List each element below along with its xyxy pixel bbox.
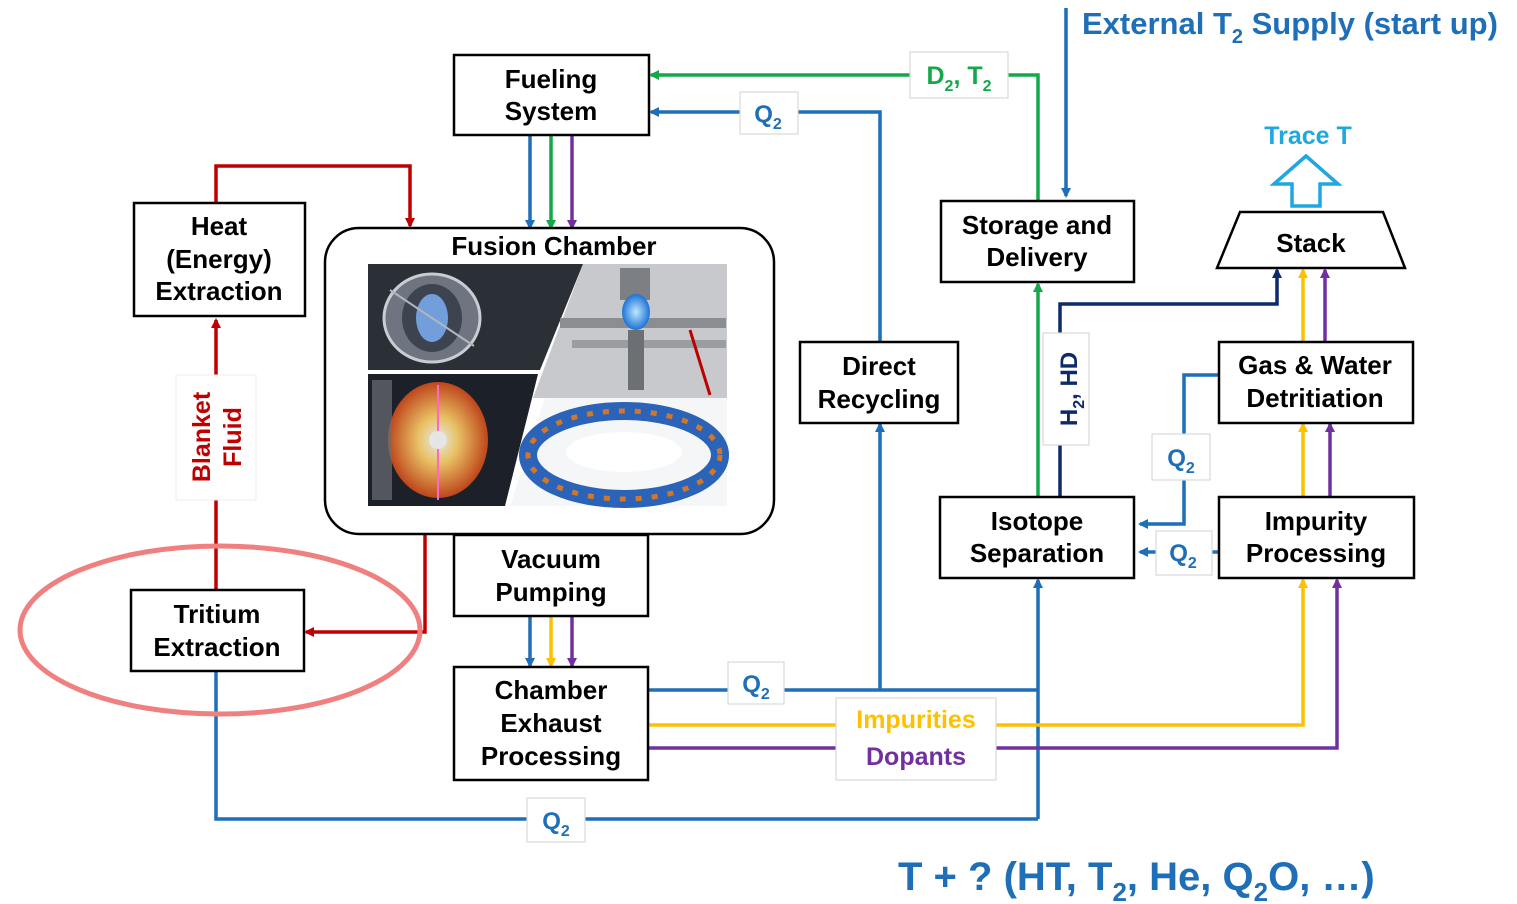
vacuum-pumping-node: Vacuum Pumping: [452, 533, 650, 618]
svg-text:Fusion Chamber: Fusion Chamber: [451, 231, 656, 261]
svg-text:Delivery: Delivery: [986, 242, 1088, 272]
heat-extraction-node: Heat (Energy) Extraction: [132, 201, 307, 318]
detritiation-to-stack-lines: [1298, 268, 1330, 341]
trace-t-label: Trace T: [1264, 122, 1352, 150]
svg-text:(Energy): (Energy): [166, 244, 271, 274]
svg-text:Exhaust: Exhaust: [500, 708, 601, 738]
svg-text:Processing: Processing: [1246, 538, 1386, 568]
spherical-tokamak-image: [368, 374, 538, 506]
svg-text:Recycling: Recycling: [818, 384, 941, 414]
svg-text:Fluid: Fluid: [219, 407, 247, 467]
svg-text:Impurity: Impurity: [1265, 506, 1368, 536]
isotope-separation-node: Isotope Separation: [938, 495, 1136, 580]
highlight-ellipse: [17, 543, 423, 717]
stack-node: Stack: [1215, 210, 1407, 270]
stellarator-image: [510, 398, 729, 508]
impurity-processing-node: Impurity Processing: [1217, 495, 1416, 580]
svg-text:Detritiation: Detritiation: [1246, 383, 1383, 413]
impurity-to-detritiation-lines: [1298, 422, 1335, 497]
storage-to-fueling-green: [649, 70, 1043, 497]
svg-text:Heat: Heat: [191, 211, 248, 241]
svg-text:D2, T2: D2, T2: [926, 62, 991, 95]
svg-text:Q2: Q2: [1169, 540, 1197, 572]
q2-label-bottom: Q2: [526, 797, 586, 843]
d2-t2-label: D2, T2: [909, 51, 1009, 99]
fueling-feed-lines: [525, 136, 577, 230]
chamber-exhaust-node: Chamber Exhaust Processing: [452, 665, 650, 782]
fusion-device-collage: [368, 264, 729, 508]
svg-text:Q2: Q2: [742, 671, 770, 703]
svg-text:Blanket: Blanket: [188, 391, 216, 482]
svg-text:Direct: Direct: [842, 351, 916, 381]
q2-label-impurity: Q2: [1155, 530, 1213, 576]
q2-label-exhaust: Q2: [727, 661, 785, 705]
svg-text:Gas & Water: Gas & Water: [1238, 350, 1392, 380]
svg-text:Extraction: Extraction: [153, 632, 280, 662]
impurities-text: Impurities: [856, 706, 975, 734]
svg-text:H2, HD: H2, HD: [1056, 352, 1088, 426]
impurities-dopants-label: Impurities Dopants: [835, 697, 997, 781]
gas-water-detritiation-node: Gas & Water Detritiation: [1217, 340, 1415, 425]
svg-text:Stack: Stack: [1276, 228, 1346, 258]
bottom-note: T + ? (HT, T2, He, Q2O, …): [898, 855, 1375, 904]
svg-text:System: System: [505, 96, 598, 126]
fusion-chamber-node: Fusion Chamber: [323, 226, 776, 536]
svg-text:Extraction: Extraction: [155, 276, 282, 306]
external-supply-label: External T2 Supply (start up): [1082, 6, 1498, 48]
svg-text:Isotope: Isotope: [991, 506, 1083, 536]
fueling-system-node: Fueling System: [452, 53, 651, 137]
svg-text:Pumping: Pumping: [495, 577, 606, 607]
laser-fusion-image: [533, 264, 727, 398]
direct-recycling-node: Direct Recycling: [798, 340, 960, 425]
svg-text:Processing: Processing: [481, 741, 621, 771]
dopants-text: Dopants: [866, 743, 966, 771]
storage-delivery-node: Storage and Delivery: [939, 199, 1136, 284]
blanket-fluid-label: Blanket Fluid: [175, 374, 257, 501]
svg-text:Q2: Q2: [542, 808, 570, 840]
svg-text:Fueling: Fueling: [505, 64, 597, 94]
svg-text:Q2: Q2: [754, 101, 782, 133]
q2-label-detritiation: Q2: [1151, 433, 1211, 481]
recycling-to-fueling-blue: [649, 107, 882, 341]
svg-text:Q2: Q2: [1167, 445, 1195, 477]
exhaust-q2-lines: [214, 422, 1043, 821]
svg-text:Chamber: Chamber: [495, 675, 608, 705]
svg-text:Vacuum: Vacuum: [501, 544, 601, 574]
h2-hd-label: H2, HD: [1042, 332, 1090, 446]
svg-text:Separation: Separation: [970, 538, 1104, 568]
tokamak-image: [368, 264, 583, 370]
vacuum-to-exhaust-lines: [525, 617, 577, 668]
q2-label-fueling: Q2: [739, 91, 799, 135]
tritium-extraction-node: Tritium Extraction: [129, 588, 306, 673]
svg-text:Storage and: Storage and: [962, 210, 1112, 240]
svg-text:Tritium: Tritium: [174, 599, 261, 629]
exhaust-arrow-icon: [1269, 153, 1343, 208]
